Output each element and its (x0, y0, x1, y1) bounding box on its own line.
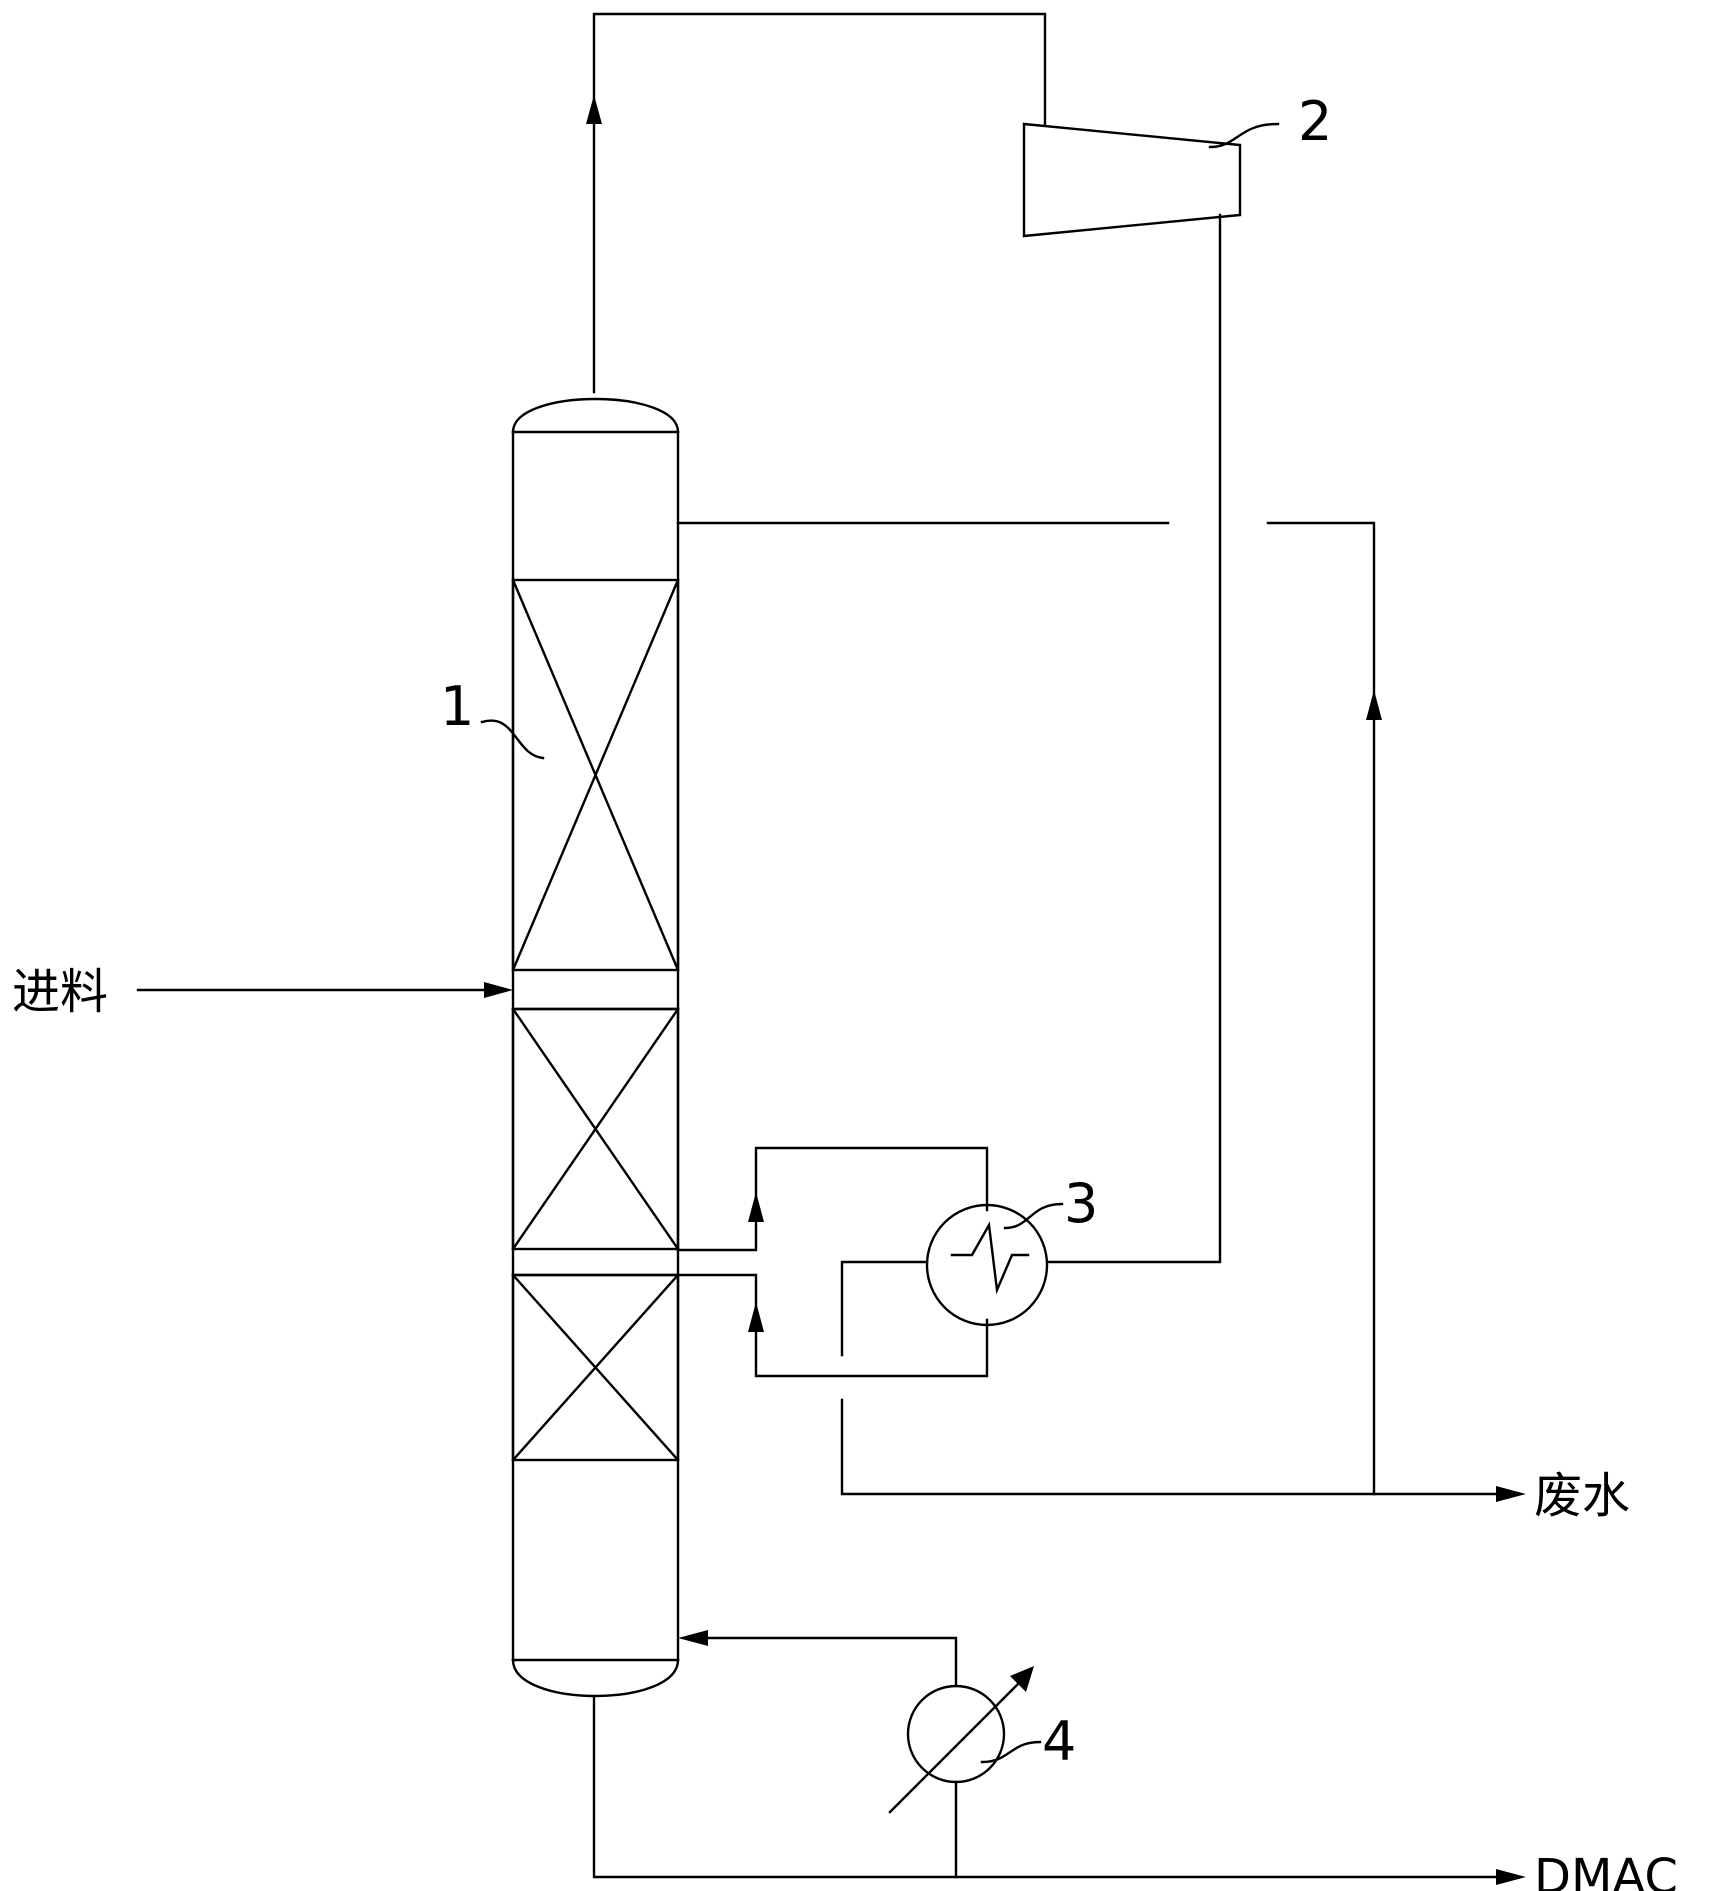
distillation-column (511, 397, 680, 1698)
feed-label: 进料 (12, 964, 108, 1020)
column-bottom-head (511, 1658, 680, 1698)
reboiler-return-line (706, 1636, 958, 1688)
packing-bed-upper (511, 578, 680, 972)
product-arrow (1496, 1869, 1526, 1885)
heat-exchanger-tag: 3 (1064, 1172, 1098, 1235)
waste-water-label: 废水 (1534, 1468, 1630, 1524)
leader-line-3 (1003, 1202, 1064, 1230)
leader-line-2 (1208, 122, 1280, 149)
reboiler-return-arrow (678, 1630, 708, 1646)
overhead-vapor-line (592, 12, 1047, 394)
packing-bed-middle (511, 1007, 680, 1251)
overhead-flow-arrow (586, 95, 602, 124)
side-heat-exchanger (925, 1203, 1049, 1327)
column-top-head (511, 397, 680, 434)
waste-water-arrow (1496, 1486, 1526, 1502)
compressor (1022, 122, 1242, 238)
top-liquid-line-right (1266, 521, 1376, 1496)
compressor-tag: 2 (1298, 90, 1332, 153)
leader-line-4 (980, 1740, 1042, 1764)
bottom-product-line (592, 1696, 1498, 1879)
condensate-line-upper (840, 1260, 929, 1357)
product-label: DMAC (1534, 1849, 1678, 1891)
reboiler (888, 1666, 1034, 1814)
column-tag: 1 (440, 675, 474, 738)
side-draw-line-upper (676, 1146, 989, 1252)
side-draw-arrow-upper (748, 1192, 764, 1222)
side-draw-arrow-lower (748, 1302, 764, 1332)
leader-line-1 (480, 719, 545, 760)
compressed-vapor-line (1046, 213, 1222, 1264)
recycle-flow-arrow (1366, 690, 1382, 720)
waste-water-line (840, 1398, 1498, 1496)
side-draw-line-lower (676, 1273, 989, 1378)
packing-bed-lower (511, 1273, 680, 1462)
feed-arrow (484, 982, 513, 998)
reboiler-tag: 4 (1042, 1710, 1076, 1773)
